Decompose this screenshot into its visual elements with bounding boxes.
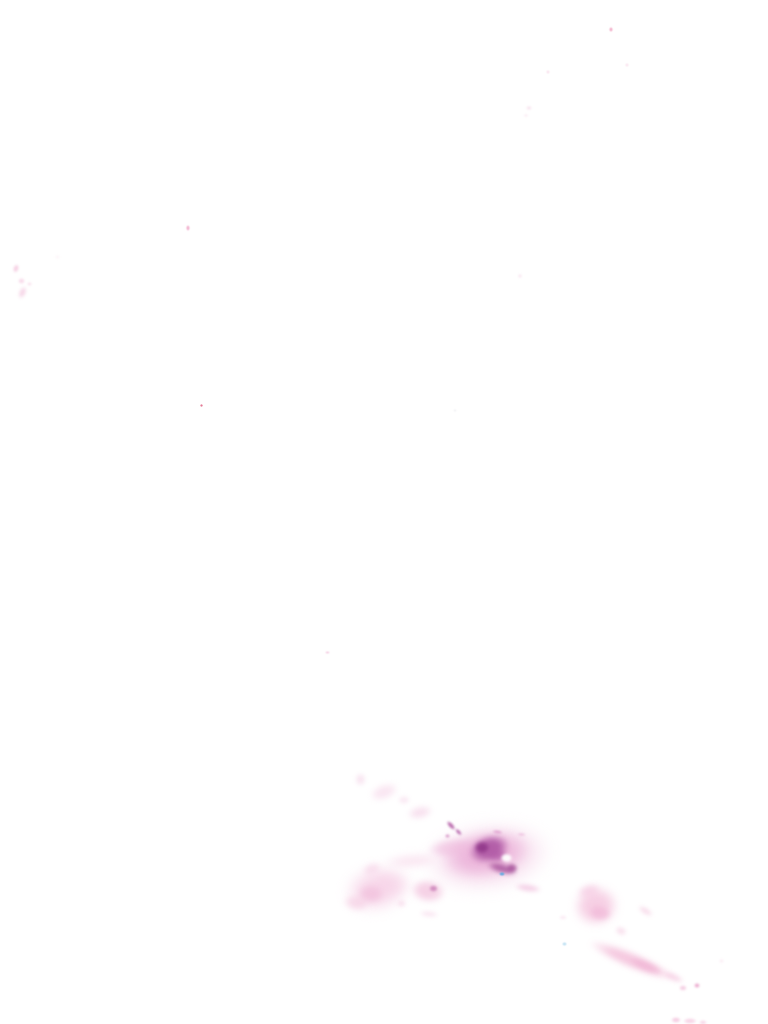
stain-gray-faint-dot xyxy=(453,408,457,412)
stain-south-dot xyxy=(396,899,406,907)
stain-tail-dark-dot xyxy=(694,982,700,988)
stain-diagonal-tail xyxy=(660,968,686,986)
stain-speck-top-mid-faint xyxy=(546,70,550,74)
stain-main-halo xyxy=(418,813,558,901)
stain-main-core-mid xyxy=(484,846,510,864)
stain-diagonal-streak xyxy=(585,933,679,987)
stain-speck-center xyxy=(324,650,330,654)
stain-main-core-darkest xyxy=(474,840,490,854)
stain-main-mid-mass xyxy=(436,822,536,886)
stain-bottom-edge-speck-1 xyxy=(671,1017,681,1023)
stain-dash-ne xyxy=(516,832,526,836)
stain-upper-wisp-2 xyxy=(367,779,401,805)
stain-upper-wisp-4 xyxy=(405,802,435,822)
stain-sw-cloud-lower xyxy=(341,892,371,914)
stain-bottom-edge-speck-2 xyxy=(683,1018,697,1024)
stain-main-tail-east xyxy=(513,882,543,894)
stain-cyan-fleck xyxy=(561,942,567,946)
stain-main-white-gap xyxy=(499,853,513,863)
stain-red-dot xyxy=(199,403,203,407)
stain-upper-wisp-3 xyxy=(398,796,410,804)
stain-sw-cloud-large xyxy=(339,859,415,919)
stain-right-blob-dense xyxy=(586,903,614,923)
stain-speck-mid xyxy=(518,274,522,278)
stain-west-faint-cloud xyxy=(370,870,412,898)
stain-blue-fleck xyxy=(499,872,505,876)
stain-dash-nw-2 xyxy=(453,827,463,837)
stain-left-edge-blob xyxy=(17,278,25,284)
stain-south-patch xyxy=(408,876,448,906)
stain-south-patch-fleck xyxy=(428,884,438,892)
stain-sw-cloud-dense xyxy=(357,884,385,904)
stain-main-low-dark-dot xyxy=(506,863,518,873)
stain-right-blob-top xyxy=(575,881,603,901)
stain-left-edge-dot xyxy=(26,282,32,286)
stain-dash-nw-1 xyxy=(445,818,457,832)
stain-diagonal-streak-dense xyxy=(625,953,667,979)
stain-south-streak xyxy=(418,909,440,919)
stain-west-wisp-band xyxy=(382,851,442,871)
stain-speck-top-right xyxy=(609,26,613,32)
stain-speck-upper-mid-2 xyxy=(524,113,528,117)
stain-speck-top-right-faint xyxy=(625,63,629,67)
stain-speck-upper-mid-1 xyxy=(526,106,532,110)
stain-main-under-curve xyxy=(485,858,519,878)
stain-right-ne-streak xyxy=(636,903,654,919)
stain-speck-left-upper xyxy=(186,225,190,231)
stain-main-core-dark xyxy=(464,829,514,869)
stain-sw-cloud-upper-bit xyxy=(360,859,384,879)
stain-right-gap-speck xyxy=(613,925,629,937)
stain-main-left-arm xyxy=(426,835,478,861)
stain-tail-dot xyxy=(679,985,687,991)
stain-bottom-edge-speck-3 xyxy=(699,1019,707,1024)
stain-far-right-faint-speck xyxy=(718,959,724,963)
stain-dot-nw xyxy=(444,834,450,838)
stain-upper-wisp-1 xyxy=(354,772,366,786)
stain-dash-n xyxy=(491,829,503,835)
stain-mid-faint-speck xyxy=(559,914,567,920)
stain-left-edge-streak-1 xyxy=(11,262,21,274)
stain-left-faint-dot xyxy=(54,255,60,259)
stain-left-edge-streak-2 xyxy=(16,284,28,300)
stain-right-blob xyxy=(570,882,622,930)
